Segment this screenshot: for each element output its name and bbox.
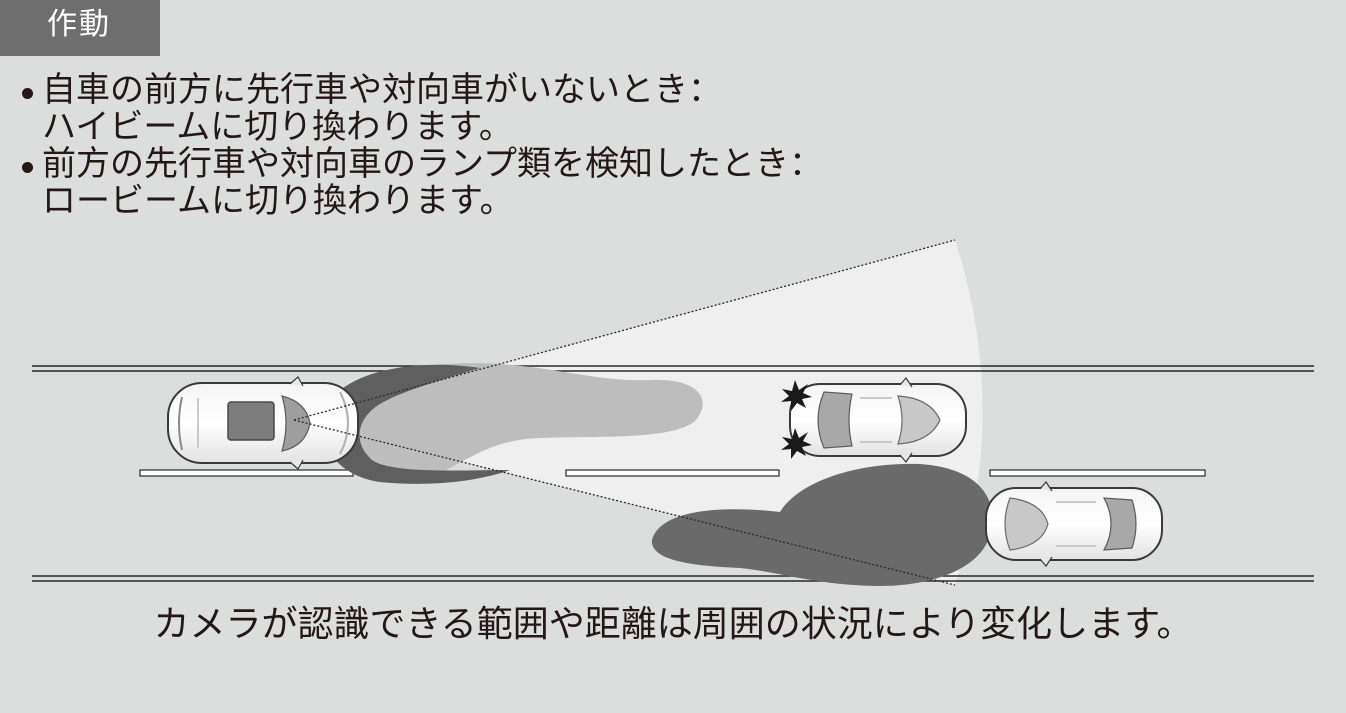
bullet-item-low-beam: 前方の先行車や対向車のランプ類を検知したとき： ロービームに切り換わります。 <box>22 146 823 220</box>
lane-marking <box>565 469 780 477</box>
beam-shadow-lower <box>651 463 993 586</box>
bullet-condition: 自車の前方に先行車や対向車がいないとき： <box>42 70 722 110</box>
bullet-item-high-beam: 自車の前方に先行車や対向車がいないとき： ハイビームに切り換わります。 <box>22 72 823 146</box>
high-beam-pattern-core <box>325 364 510 484</box>
bullet-condition: 前方の先行車や対向車のランプ類を検知したとき： <box>42 144 823 184</box>
bullet-list: 自車の前方に先行車や対向車がいないとき： ハイビームに切り換わります。 前方の先… <box>22 72 823 220</box>
bullet-dot <box>22 162 33 173</box>
header-tab: 作動 <box>0 0 160 56</box>
preceding-vehicle <box>789 377 967 463</box>
camera-range-caption: カメラが認識できる範囲や距離は周囲の状況により変化します。 <box>153 604 1193 645</box>
bullet-result: ロービームに切り換わります。 <box>42 181 514 221</box>
oncoming-vehicle <box>985 481 1163 567</box>
header-tab-label: 作動 <box>47 7 111 42</box>
bullet-result: ハイビームに切り換わります。 <box>42 107 513 147</box>
road-edge-bottom <box>32 575 1314 582</box>
own-vehicle <box>167 376 359 470</box>
camera-range-boundary <box>293 239 956 586</box>
lane-marking <box>989 469 1206 477</box>
bullet-dot <box>22 88 33 99</box>
taillight-burst-icon <box>781 380 812 411</box>
taillight-burst-icon <box>781 428 812 459</box>
road-edge-top <box>32 365 1314 372</box>
lane-marking <box>139 469 354 477</box>
